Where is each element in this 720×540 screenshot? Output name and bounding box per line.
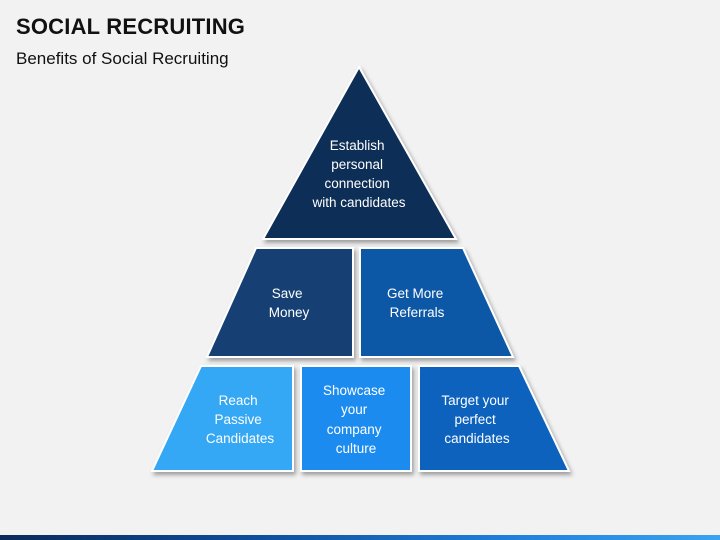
- tier-middle-right-label: Get More Referrals: [387, 286, 447, 320]
- tier-bottom-right-shape: [418, 365, 571, 472]
- pyramid-tier-middle-right: Get More Referrals: [359, 247, 515, 358]
- tier-middle-left-label: Save Money: [269, 286, 310, 320]
- page-subtitle: Benefits of Social Recruiting: [16, 49, 229, 68]
- tier-bottom-right-label: Target your perfect candidates: [441, 393, 512, 446]
- pyramid-tier-bottom-left: Reach Passive Candidates: [150, 365, 294, 472]
- tier-top-label: Establish personal connection with candi…: [311, 138, 405, 210]
- pyramid-tier-top: Establish personal connection with candi…: [261, 64, 458, 240]
- pyramid-tier-bottom-center: Showcase your company culture: [300, 365, 412, 472]
- page-title: SOCIAL RECRUITING: [16, 14, 246, 39]
- pyramid-tier-middle-left: Save Money: [205, 247, 354, 358]
- tier-top-shape: [261, 64, 458, 240]
- pyramid-tier-bottom-right: Target your perfect candidates: [418, 365, 571, 472]
- tier-bottom-center-shape: [300, 365, 412, 472]
- tier-middle-left-shape: [205, 247, 354, 358]
- tier-bottom-center-label: Showcase your company culture: [323, 383, 389, 456]
- tier-bottom-left-label: Reach Passive Candidates: [206, 393, 275, 446]
- tier-bottom-left-shape: [150, 365, 294, 472]
- footer-accent-bar: [0, 535, 720, 540]
- tier-middle-right-shape: [359, 247, 515, 358]
